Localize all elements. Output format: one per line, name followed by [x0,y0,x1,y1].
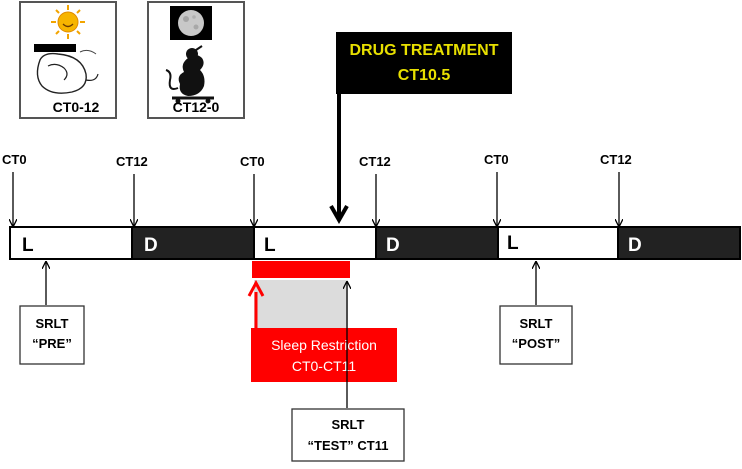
ct-tick-label: CT12 [359,154,391,169]
segment-letter: L [22,235,34,256]
drug-treatment-time: CT10.5 [398,67,451,84]
srlt-phase: “POST” [512,336,560,351]
srlt-pre-box: SRLT “PRE” [19,305,85,365]
restriction-bar [252,261,350,278]
dark-phase-icon-panel: CT12-0 [147,1,245,119]
timeline-segment-light [9,226,133,260]
segment-letter: L [507,233,519,254]
moon-icon [170,6,212,40]
sleep-restriction-box [251,328,397,382]
sleeping-rat-icon [34,44,99,94]
drug-treatment-title: DRUG TREATMENT [349,42,498,59]
srlt-test-box: SRLT “TEST” CT11 [291,408,405,462]
ct-tick-label: CT12 [600,152,632,167]
ct-tick-label: CT0 [2,152,27,167]
light-phase-icon-panel: CT0-12 [19,1,117,119]
sleep-restriction-title: Sleep Restriction [271,337,377,353]
dark-phase-label: CT12-0 [173,99,220,115]
light-phase-label: CT0-12 [53,99,100,115]
srlt-label: SRLT [332,417,365,432]
segment-letter: D [628,235,642,256]
ct-tick-group: CT0 CT12 CT0 CT12 CT0 CT12 [2,152,632,226]
ct-tick-label: CT0 [484,152,509,167]
srlt-arrows [46,262,536,408]
ct-tick-label: CT12 [116,154,148,169]
segment-letter: D [386,235,400,256]
srlt-phase: “PRE” [32,336,72,351]
timeline-segment-dark [617,226,741,260]
drug-treatment-box: DRUG TREATMENT CT10.5 [336,32,512,94]
srlt-phase: “TEST” CT11 [308,438,389,453]
timeline-segment-dark [375,226,499,260]
active-rat-icon [165,45,214,104]
srlt-label: SRLT [36,316,69,331]
srlt-label: SRLT [520,316,553,331]
segment-letter: L [264,235,276,256]
ct-tick-label: CT0 [240,154,265,169]
sleep-restriction-window: CT0-CT11 [292,358,357,374]
timeline-segment-dark [131,226,255,260]
drug-treatment-arrow [329,94,349,225]
timeline-bar: L D L D L D [9,226,741,260]
restriction-shade [254,280,348,328]
sleep-restriction-block: Sleep Restriction CT0-CT11 [247,261,397,382]
segment-letter: D [144,235,158,256]
sun-icon [51,5,85,39]
timeline-segment-light [253,226,377,260]
srlt-post-box: SRLT “POST” [499,305,573,365]
